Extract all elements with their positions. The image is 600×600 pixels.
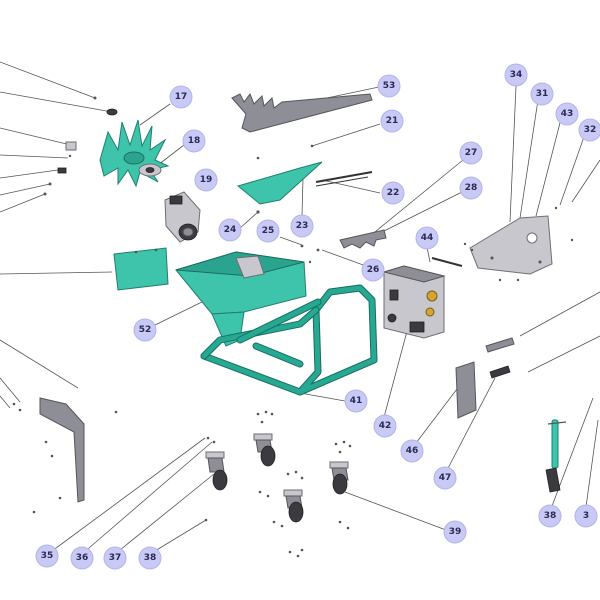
caster-bolts — [204, 410, 352, 558]
frame — [200, 284, 378, 396]
callout-17: 17 — [169, 85, 193, 109]
callout-37: 37 — [103, 546, 127, 570]
callout-18: 18 — [182, 129, 206, 153]
part-23-panel — [236, 161, 323, 205]
caster-2 — [253, 433, 276, 467]
caster-4 — [329, 461, 349, 495]
left-upright-panel — [12, 397, 118, 514]
callout-25: 25 — [256, 219, 280, 243]
svg-text:21: 21 — [386, 116, 399, 126]
hopper — [175, 251, 307, 347]
callout-22: 22 — [381, 181, 405, 205]
svg-text:47: 47 — [439, 473, 452, 483]
part-52-side-shield — [113, 247, 169, 291]
svg-text:42: 42 — [379, 421, 392, 431]
part-19-motor — [164, 191, 201, 243]
callout-3: 3 — [574, 504, 598, 528]
part-44-rod — [431, 257, 463, 267]
svg-text:26: 26 — [367, 265, 380, 275]
small-fasteners-left — [43, 96, 118, 196]
svg-text:24: 24 — [224, 225, 237, 235]
svg-text:27: 27 — [465, 148, 478, 158]
part-27-bracket — [339, 229, 387, 249]
part-18-hub — [138, 163, 162, 177]
callout-19: 19 — [194, 168, 218, 192]
callout-27: 27 — [459, 141, 483, 165]
caster-wheels — [205, 433, 349, 523]
callout-53: 53 — [377, 74, 401, 98]
callout-38-right: 38 — [538, 504, 562, 528]
svg-text:44: 44 — [421, 233, 434, 243]
svg-text:3: 3 — [583, 511, 589, 521]
callout-38-left: 38 — [138, 546, 162, 570]
svg-text:19: 19 — [200, 175, 213, 185]
svg-text:38: 38 — [544, 511, 557, 521]
callout-28: 28 — [459, 176, 483, 200]
svg-text:31: 31 — [536, 89, 549, 99]
svg-text:46: 46 — [406, 446, 419, 456]
small-bolts-center — [256, 210, 320, 264]
callout-43: 43 — [555, 102, 579, 126]
callout-21: 21 — [380, 109, 404, 133]
part-47-bracket — [485, 337, 515, 379]
callout-31: 31 — [530, 82, 554, 106]
svg-text:53: 53 — [383, 81, 396, 91]
svg-text:37: 37 — [109, 553, 122, 563]
callout-42: 42 — [373, 414, 397, 438]
svg-text:25: 25 — [262, 226, 275, 236]
part-3-handle — [545, 419, 567, 493]
svg-text:52: 52 — [139, 325, 152, 335]
caster-1 — [205, 451, 228, 491]
part-21-pin — [256, 144, 314, 160]
callout-39: 39 — [443, 520, 467, 544]
part-42-control-box — [382, 265, 446, 339]
svg-text:43: 43 — [561, 109, 574, 119]
svg-text:38: 38 — [144, 553, 157, 563]
svg-text:35: 35 — [41, 551, 54, 561]
callout-44: 44 — [415, 226, 439, 250]
svg-text:22: 22 — [387, 188, 400, 198]
callout-47: 47 — [433, 466, 457, 490]
svg-text:18: 18 — [188, 136, 201, 146]
callout-35: 35 — [35, 544, 59, 568]
part-53-serrated-blade — [231, 92, 373, 133]
part-46-panel — [455, 361, 477, 419]
callout-36: 36 — [70, 546, 94, 570]
svg-text:36: 36 — [76, 553, 89, 563]
callout-46: 46 — [400, 439, 424, 463]
svg-text:23: 23 — [296, 221, 309, 231]
callout-41: 41 — [344, 389, 368, 413]
part-17-impeller — [99, 119, 170, 188]
small-bolts-right — [463, 206, 574, 282]
callout-23: 23 — [290, 214, 314, 238]
svg-text:32: 32 — [584, 125, 597, 135]
callout-32: 32 — [578, 118, 600, 142]
callout-26: 26 — [361, 258, 385, 282]
svg-text:39: 39 — [449, 527, 462, 537]
part-22-rod — [315, 171, 373, 187]
svg-text:34: 34 — [510, 70, 523, 80]
svg-text:41: 41 — [350, 396, 363, 406]
callout-24: 24 — [218, 218, 242, 242]
caster-3 — [283, 489, 304, 523]
svg-text:17: 17 — [175, 92, 188, 102]
callout-52: 52 — [133, 318, 157, 342]
part-34-side-plate — [469, 215, 553, 275]
callout-34: 34 — [504, 63, 528, 87]
svg-text:28: 28 — [465, 183, 478, 193]
